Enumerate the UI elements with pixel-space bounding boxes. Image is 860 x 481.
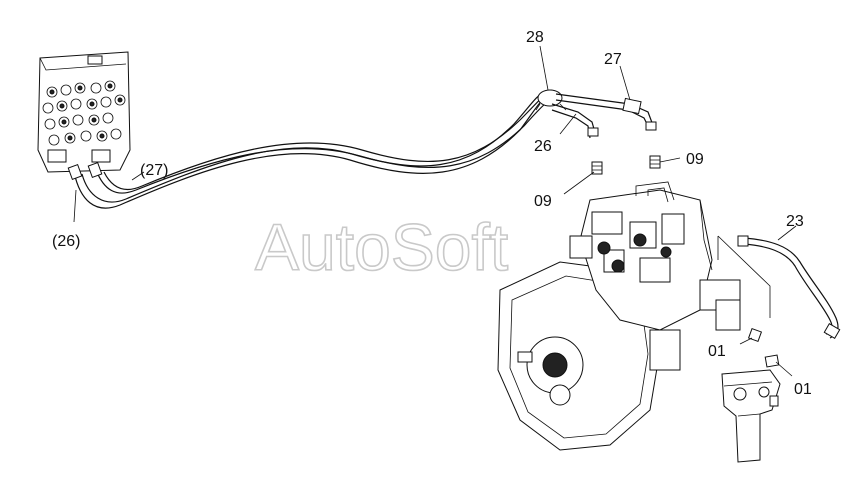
pump-assembly	[497, 181, 741, 451]
fitting-09-right	[649, 155, 661, 169]
callout-28: 28	[526, 29, 544, 46]
leader-lines	[73, 45, 797, 377]
filter-unit	[721, 354, 781, 463]
callout-27: 27	[604, 51, 622, 68]
callout-26-paren: (26)	[52, 233, 80, 250]
callout-01-filter: 01	[794, 381, 812, 398]
pipe-26	[551, 103, 599, 139]
pipe-27	[555, 93, 657, 131]
fitting-01-pump	[747, 327, 763, 343]
hose-23	[717, 235, 841, 340]
callout-23: 23	[786, 213, 804, 230]
callout-09-left: 09	[534, 193, 552, 210]
control-valve-block	[37, 51, 131, 173]
callout-01-pump: 01	[708, 343, 726, 360]
hose-assembly-26-27	[67, 89, 557, 209]
callout-27-paren: (27)	[140, 162, 168, 179]
watermark-text: AutoSoft	[255, 210, 508, 284]
callout-26: 26	[534, 138, 552, 155]
fitting-09-left	[591, 161, 603, 175]
callout-09-right: 09	[686, 151, 704, 168]
